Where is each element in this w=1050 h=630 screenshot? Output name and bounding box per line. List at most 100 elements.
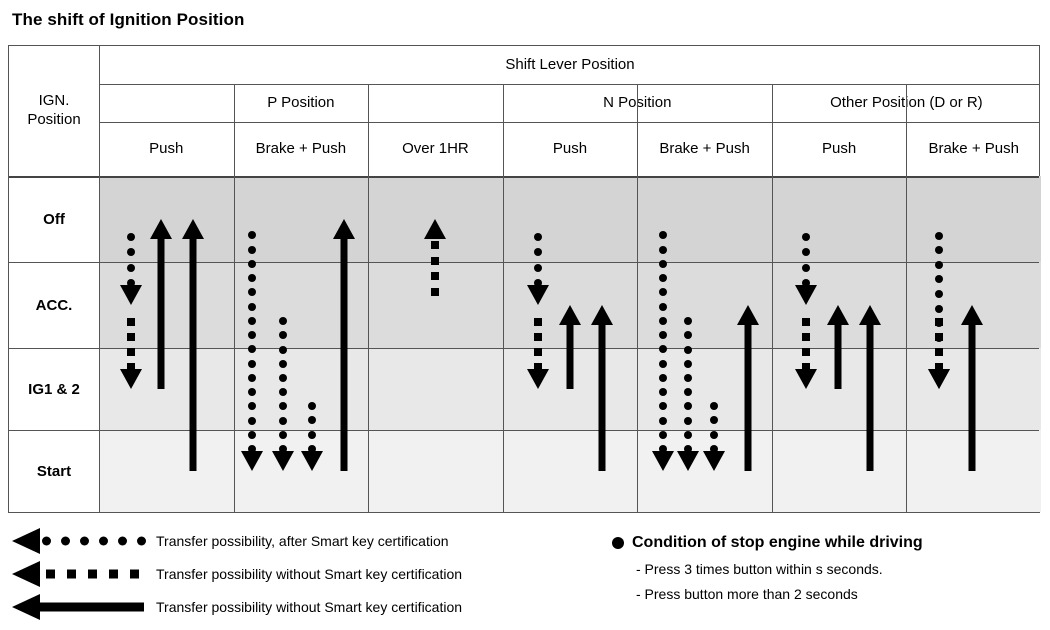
arrow-shaft-solid	[866, 323, 874, 471]
header-column-2: Over 1HR	[402, 139, 469, 157]
row-band-3	[99, 430, 1041, 512]
arrow-dot	[684, 359, 693, 368]
arrow-dash	[431, 287, 440, 296]
arrow-dot	[934, 246, 943, 255]
arrow-dot	[279, 317, 288, 326]
transition-arrow-4-dotted-down	[649, 219, 677, 471]
header-column-6: Brake + Push	[928, 139, 1019, 157]
arrow-dot	[533, 263, 542, 272]
transition-arrow-4-dotted-down	[674, 305, 702, 471]
arrow-dash	[533, 348, 542, 356]
transition-arrow-5-dashed-down	[792, 305, 820, 389]
arrow-dot	[533, 232, 542, 241]
arrow-dot	[684, 445, 693, 453]
arrow-dot	[934, 304, 943, 313]
arrowhead-down	[526, 369, 549, 389]
legend-dash	[46, 569, 55, 578]
arrowhead-up	[559, 305, 581, 325]
arrow-dash	[934, 348, 943, 356]
arrowhead-up	[424, 219, 447, 239]
arrowhead-down	[677, 451, 700, 471]
dotted-arrow-left-icon	[12, 524, 146, 557]
arrow-dot	[307, 430, 316, 439]
legend-text-1: Transfer possibility without Smart key c…	[156, 565, 463, 582]
header-shift-lever-position: Shift Lever Position	[505, 55, 635, 73]
arrow-dot	[658, 359, 667, 368]
arrow-dot	[684, 402, 693, 411]
arrow-dot	[127, 232, 136, 241]
transition-arrow-0-solid-up	[147, 219, 175, 389]
arrowhead-down	[702, 451, 725, 471]
arrow-dot	[658, 345, 667, 354]
arrow-dot	[658, 416, 667, 425]
transition-arrow-2-dashed-up	[421, 219, 449, 305]
transition-arrow-1-dotted-down	[238, 219, 266, 471]
transition-arrow-4-solid-up	[734, 305, 762, 471]
solid-arrow-left-icon	[12, 590, 144, 623]
arrow-dot	[684, 430, 693, 439]
arrow-dot	[709, 430, 718, 439]
arrow-dot	[279, 374, 288, 382]
legend-dash	[130, 569, 139, 578]
legend-arrowhead-icon	[12, 560, 40, 587]
arrowhead-up	[149, 219, 172, 239]
arrow-dot	[279, 402, 288, 411]
transition-arrow-5-solid-up	[856, 305, 884, 471]
arrow-dot	[248, 416, 257, 425]
arrow-dot	[934, 275, 943, 284]
grid-hline-3	[9, 262, 1039, 263]
arrow-dot	[248, 402, 257, 411]
transition-arrow-5-dotted-down	[792, 219, 820, 305]
arrow-dot	[127, 279, 136, 287]
arrow-dash	[533, 363, 542, 371]
arrow-dot	[801, 263, 810, 272]
page-title: The shift of Ignition Position	[12, 10, 245, 29]
arrow-shaft-solid	[340, 237, 348, 471]
grid-vline-3	[502, 84, 504, 512]
arrowhead-up	[859, 305, 882, 325]
header-column-1: Brake + Push	[255, 139, 347, 157]
arrowhead-down	[651, 451, 674, 471]
note-title-text: Condition of stop engine while driving	[632, 534, 923, 551]
arrow-dash	[127, 348, 136, 356]
arrow-dash	[127, 363, 136, 371]
header-group-1: N Position	[603, 93, 672, 111]
arrowhead-down	[300, 451, 323, 471]
grid-vline-1	[233, 84, 235, 512]
note-line-2: - Press button more than 2 seconds	[636, 586, 858, 602]
arrow-dot	[684, 416, 693, 425]
arrow-dot	[934, 290, 943, 298]
arrow-dash	[533, 333, 542, 341]
arrowhead-down	[241, 451, 264, 471]
arrow-dot	[248, 274, 257, 282]
arrowhead-down	[120, 369, 143, 389]
arrow-dot	[684, 317, 693, 326]
arrow-dash	[801, 333, 810, 341]
grid-vline-6	[906, 84, 908, 512]
legend-text-2: Transfer possibility without Smart key c…	[156, 598, 463, 615]
arrow-dot	[533, 279, 542, 287]
grid-hline-5	[9, 430, 1039, 431]
arrow-shaft-solid	[968, 323, 976, 471]
arrowhead-down	[272, 451, 295, 471]
transition-arrow-3-dotted-down	[524, 219, 552, 305]
dashed-arrow-left-icon	[12, 557, 144, 590]
note-title-row: Condition of stop engine while driving	[612, 534, 1042, 552]
arrow-dot	[307, 445, 316, 453]
corner-ign-position-label: IGN.Position	[27, 92, 81, 128]
legend-row-2: Transfer possibility without Smart key c…	[8, 590, 568, 623]
arrow-dot	[279, 445, 288, 453]
arrow-dot	[709, 416, 718, 424]
transition-arrow-1-dotted-down	[269, 305, 297, 471]
grid-vline-0	[99, 46, 100, 512]
arrow-dot	[684, 388, 693, 397]
legend-dot	[80, 536, 89, 545]
transition-arrow-5-solid-up	[824, 305, 852, 389]
arrow-dot	[248, 345, 257, 354]
arrowhead-up	[332, 219, 355, 239]
arrow-dash	[801, 318, 810, 326]
legend-dot	[137, 536, 146, 545]
row-label-1: ACC.	[9, 262, 99, 348]
legend-solid-bar	[38, 602, 144, 611]
